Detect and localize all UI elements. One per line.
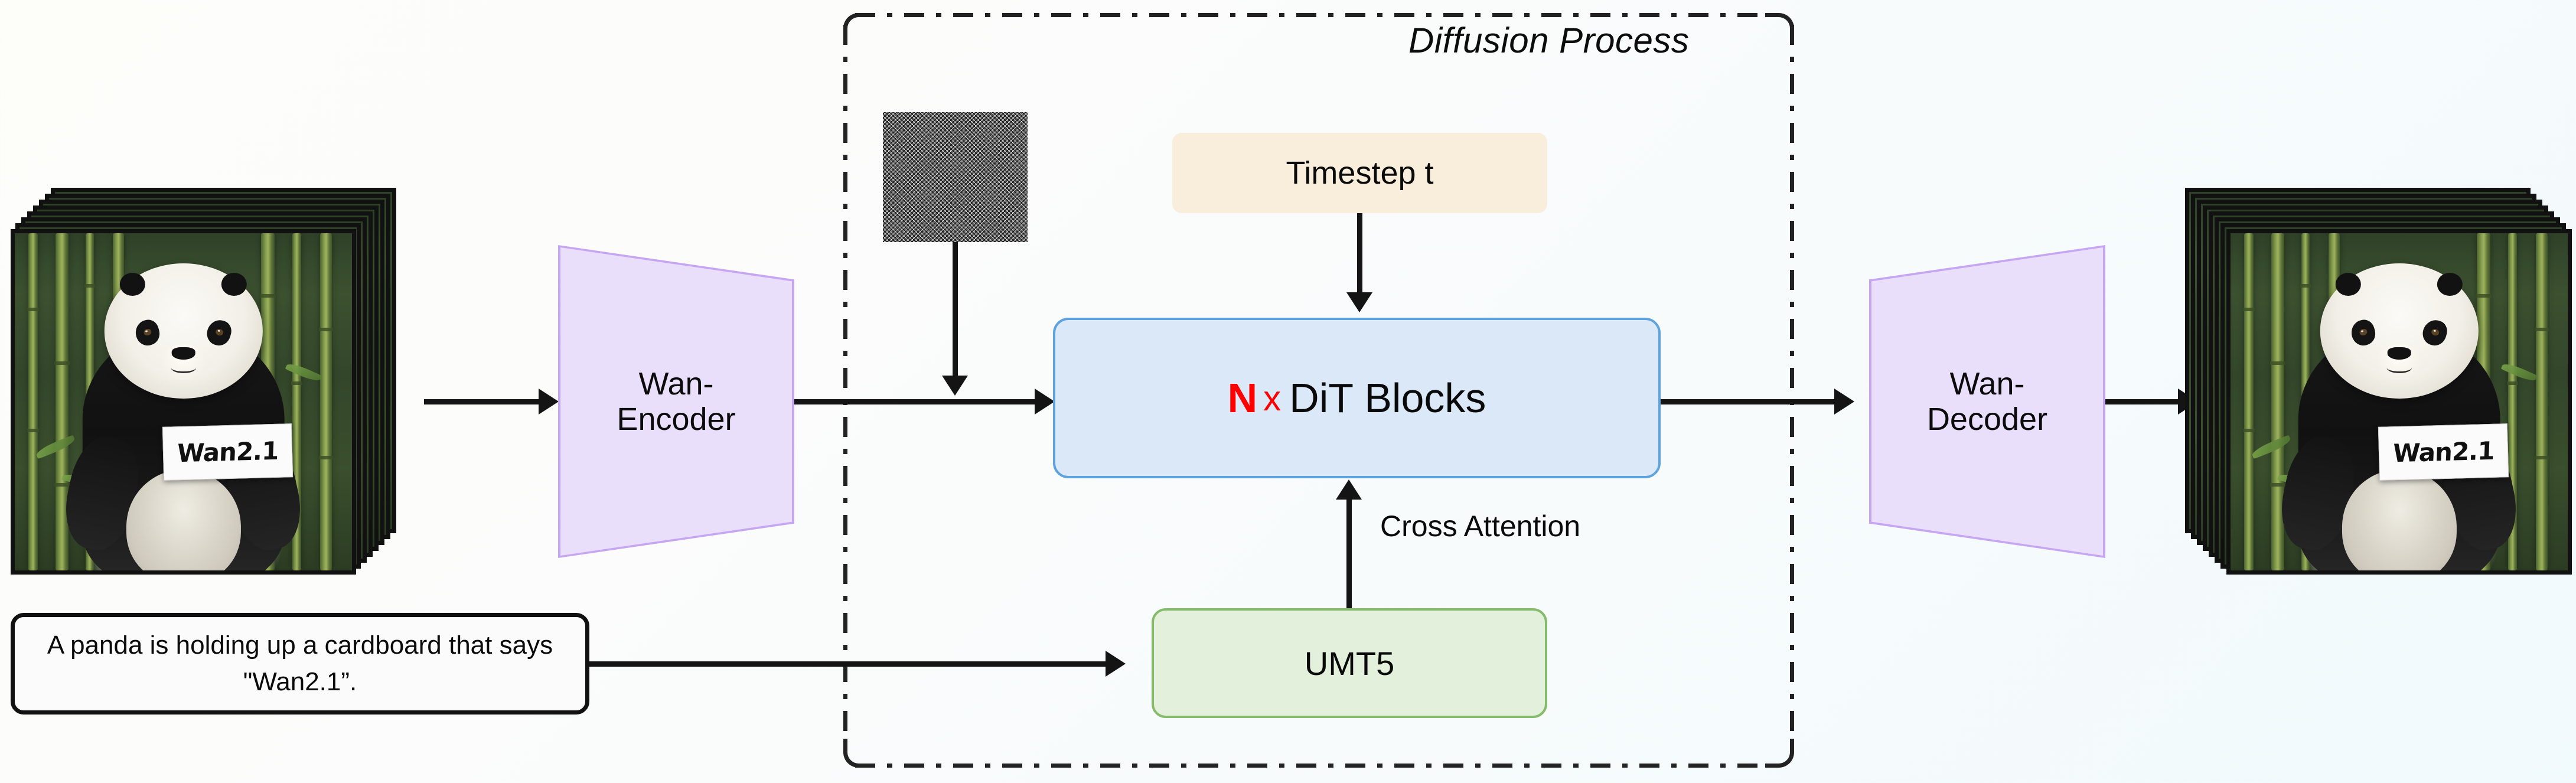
frame-layer-front: Wan2.1 <box>11 229 356 575</box>
edge-decoder-to-frames <box>2105 399 2182 404</box>
region-border-left <box>843 25 847 756</box>
dit-blocks-label: DiT Blocks <box>1289 375 1486 421</box>
edge-timestep-to-dit <box>1357 213 1362 295</box>
panda-sign: Wan2.1 <box>162 423 294 481</box>
dit-repeat-count: N <box>1227 375 1258 421</box>
wan-decoder-label-line1: Wan- <box>1949 366 2025 402</box>
dit-blocks-node[interactable]: N x DiT Blocks <box>1053 318 1661 478</box>
wan-encoder-label-line1: Wan- <box>638 366 714 402</box>
arrowhead-dit-to-decoder <box>1834 389 1854 415</box>
umt5-text-encoder-node[interactable]: UMT5 <box>1152 608 1547 718</box>
edge-dit-to-decoder <box>1661 399 1838 404</box>
umt5-label: UMT5 <box>1304 644 1395 682</box>
region-border-right <box>1790 25 1794 756</box>
region-corner-br <box>1765 739 1794 768</box>
wan-encoder-label-line2: Encoder <box>617 402 736 437</box>
input-video-frame-stack: Wan2.1 <box>11 188 424 583</box>
region-corner-bl <box>843 739 872 768</box>
frame-layer-front: Wan2.1 <box>2226 229 2572 575</box>
edge-noise-to-latent <box>953 242 958 378</box>
region-corner-tr <box>1765 13 1794 42</box>
region-border-top <box>855 13 1782 17</box>
panda-sign-text: Wan2.1 <box>176 436 279 468</box>
arrowhead-prompt-to-umt5 <box>1106 651 1126 677</box>
prompt-text-box[interactable]: A panda is holding up a cardboard that s… <box>11 613 589 715</box>
wan-decoder-node[interactable]: Wan- Decoder <box>1869 245 2105 558</box>
arrowhead-frames-to-encoder <box>539 389 559 415</box>
arrowhead-noise-to-latent <box>942 376 968 396</box>
timestep-node[interactable]: Timestep t <box>1172 133 1547 213</box>
diffusion-process-label: Diffusion Process <box>1408 21 1690 60</box>
region-corner-tl <box>843 13 872 42</box>
cross-attention-label: Cross Attention <box>1380 510 1581 543</box>
edge-umt5-to-dit <box>1346 499 1352 611</box>
diffusion-process-region <box>843 13 1794 768</box>
prompt-text: A panda is holding up a cardboard that s… <box>47 630 553 696</box>
gaussian-noise-patch <box>883 112 1028 242</box>
region-border-bottom <box>855 764 1782 768</box>
arrowhead-encoder-to-dit <box>1035 389 1055 415</box>
arrowhead-timestep-to-dit <box>1346 292 1372 312</box>
dit-multiply-symbol: x <box>1263 378 1282 418</box>
edge-frames-to-encoder <box>424 399 542 404</box>
timestep-label: Timestep t <box>1286 155 1434 191</box>
panda-sign-text: Wan2.1 <box>2392 436 2495 468</box>
panda-sign: Wan2.1 <box>2378 423 2509 481</box>
output-video-frame-stack: Wan2.1 <box>2185 188 2576 583</box>
edge-encoder-to-dit <box>794 399 1042 404</box>
wan-decoder-label-line2: Decoder <box>1926 402 2048 437</box>
wan-encoder-node[interactable]: Wan- Encoder <box>558 245 794 558</box>
arrowhead-umt5-to-dit <box>1336 479 1362 500</box>
edge-prompt-to-umt5 <box>589 661 1109 667</box>
